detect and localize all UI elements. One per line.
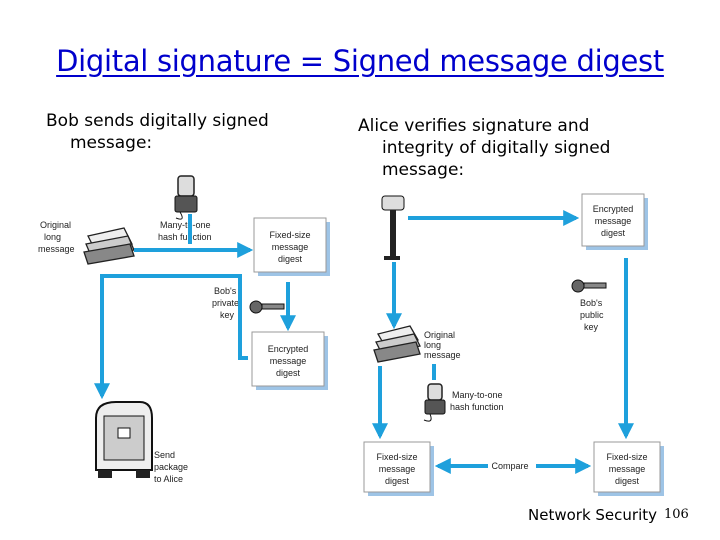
alice-digestL-label-3: digest	[385, 476, 410, 486]
slide-title: Digital signature = Signed message diges…	[56, 44, 664, 78]
compare-label: Compare	[491, 461, 528, 471]
bob-privkey-label-3: key	[220, 310, 235, 320]
alice-blender-icon	[423, 383, 446, 422]
bob-original-label-1: Original	[40, 220, 71, 230]
bob-send-label-3: to Alice	[154, 474, 183, 484]
alice-digestR-label-1: Fixed-size	[606, 452, 647, 462]
alice-caption: Alice verifies signature and integrity o…	[358, 115, 658, 181]
alice-enc-label-2: message	[595, 216, 632, 226]
bob-original-label-2: long	[44, 232, 61, 242]
alice-hash-label-1: Many-to-one	[452, 390, 503, 400]
footer-text: Network Security	[528, 506, 657, 524]
alice-mailbox-icon	[381, 195, 405, 260]
alice-public-key-icon	[571, 279, 607, 293]
alice-digestR-label-2: message	[609, 464, 646, 474]
alice-enc-label-1: Encrypted	[593, 204, 634, 214]
alice-orig-label-3: message	[424, 350, 461, 360]
alice-digestR-label-3: digest	[615, 476, 640, 486]
alice-digestL-label-1: Fixed-size	[376, 452, 417, 462]
alice-encrypted-digest-box: Encrypted message digest	[581, 193, 648, 250]
bob-hash-label-2: hash function	[158, 232, 212, 242]
bob-arrows	[94, 214, 296, 400]
alice-message-stack-icon	[373, 325, 421, 363]
bob-send-label-1: Send	[154, 450, 175, 460]
bob-arrow-to-mailbox	[94, 274, 248, 400]
bob-privkey-label-2: private	[212, 298, 239, 308]
alice-caption-text: Alice verifies signature and integrity o…	[358, 116, 611, 180]
bob-enc-label-2: message	[270, 356, 307, 366]
bob-original-label-3: message	[38, 244, 75, 254]
bob-digest-label-3: digest	[278, 254, 303, 264]
alice-pubkey-label-3: key	[584, 322, 599, 332]
alice-digestL-label-2: message	[379, 464, 416, 474]
alice-enc-label-3: digest	[601, 228, 626, 238]
bob-hash-label-1: Many-to-one	[160, 220, 211, 230]
bob-privkey-label-1: Bob's	[214, 286, 237, 296]
alice-pubkey-label-2: public	[580, 310, 604, 320]
page-number: 106	[664, 507, 689, 522]
bob-send-label-2: package	[154, 462, 188, 472]
bob-blender-icon	[174, 175, 198, 220]
alice-orig-label-2: long	[424, 340, 441, 350]
alice-decrypted-digest-box: Fixed-size message digest	[593, 441, 664, 496]
bob-mailbox-icon	[95, 401, 153, 478]
bob-message-stack-icon	[83, 227, 135, 265]
bob-digest-box: Fixed-size message digest	[253, 217, 330, 276]
alice-arrows	[372, 210, 634, 474]
alice-pubkey-label-1: Bob's	[580, 298, 603, 308]
bob-caption-text: Bob sends digitally signed message:	[46, 111, 269, 153]
bob-enc-label-3: digest	[276, 368, 301, 378]
bob-caption: Bob sends digitally signed message:	[46, 110, 306, 154]
bob-enc-label-1: Encrypted	[268, 344, 309, 354]
bob-private-key-icon	[249, 300, 285, 314]
bob-digest-label-1: Fixed-size	[269, 230, 310, 240]
bob-encrypted-digest-box: Encrypted message digest	[251, 331, 328, 390]
alice-orig-label-1: Original	[424, 330, 455, 340]
alice-hash-label-2: hash function	[450, 402, 504, 412]
alice-computed-digest-box: Fixed-size message digest	[363, 441, 434, 496]
bob-digest-label-2: message	[272, 242, 309, 252]
